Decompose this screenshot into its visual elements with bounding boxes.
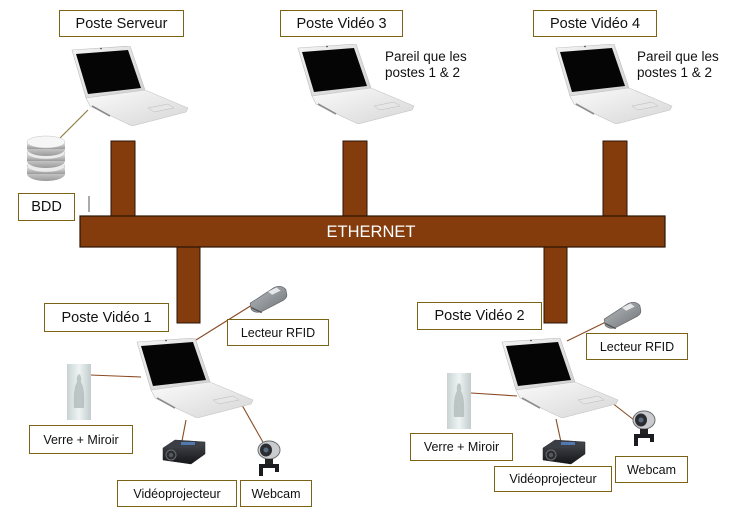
rfid-reader-v2-icon [603,301,642,330]
label-videoprojecteur-v1: Vidéoprojecteur [117,480,237,507]
label-poste-video-4: Poste Vidéo 4 [533,10,657,37]
label-verre-miroir-v2: Verre + Miroir [410,433,513,461]
link-v1-mirror [89,374,142,378]
mirror-v2-icon [447,373,471,429]
webcam-v1-icon [257,440,281,477]
ethernet-label: ETHERNET [327,223,416,241]
projector-v1-icon [162,439,206,465]
drop-video4 [602,140,628,217]
bus-drops [110,140,628,324]
drop-video1 [176,245,201,324]
note-video4: Pareil que les postes 1 & 2 [637,49,719,80]
label-poste-video-3: Poste Vidéo 3 [280,10,403,37]
label-webcam-v2: Webcam [615,456,688,483]
label-poste-serveur: Poste Serveur [59,10,184,37]
laptop-server-icon [71,46,189,126]
laptop-video1-icon [136,338,254,418]
drop-video2 [543,245,568,324]
label-lecteur-rfid-v1: Lecteur RFID [227,319,329,346]
link-v2-mirror [470,392,518,397]
drop-video3 [342,140,368,217]
link-v1-projector [181,419,187,442]
link-v2-projector [555,418,562,443]
database-icon [26,135,66,181]
label-bdd: BDD [18,193,75,221]
projector-v2-icon [542,439,586,465]
link-server-bdd [59,109,89,139]
label-verre-miroir-v1: Verre + Miroir [29,425,133,454]
drop-server [110,140,136,217]
link-v1-rfid [195,304,253,341]
rfid-reader-v1-icon [249,285,288,314]
label-webcam-v1: Webcam [240,480,312,507]
ethernet-bus [79,215,666,248]
webcam-v2-icon [632,410,656,447]
label-poste-video-1: Poste Vidéo 1 [44,303,169,332]
label-lecteur-rfid-v2: Lecteur RFID [586,333,688,360]
label-videoprojecteur-v2: Vidéoprojecteur [494,466,612,492]
note-video3: Pareil que les postes 1 & 2 [385,49,467,80]
mirror-v1-icon [67,364,91,420]
label-poste-video-2: Poste Vidéo 2 [417,302,542,330]
